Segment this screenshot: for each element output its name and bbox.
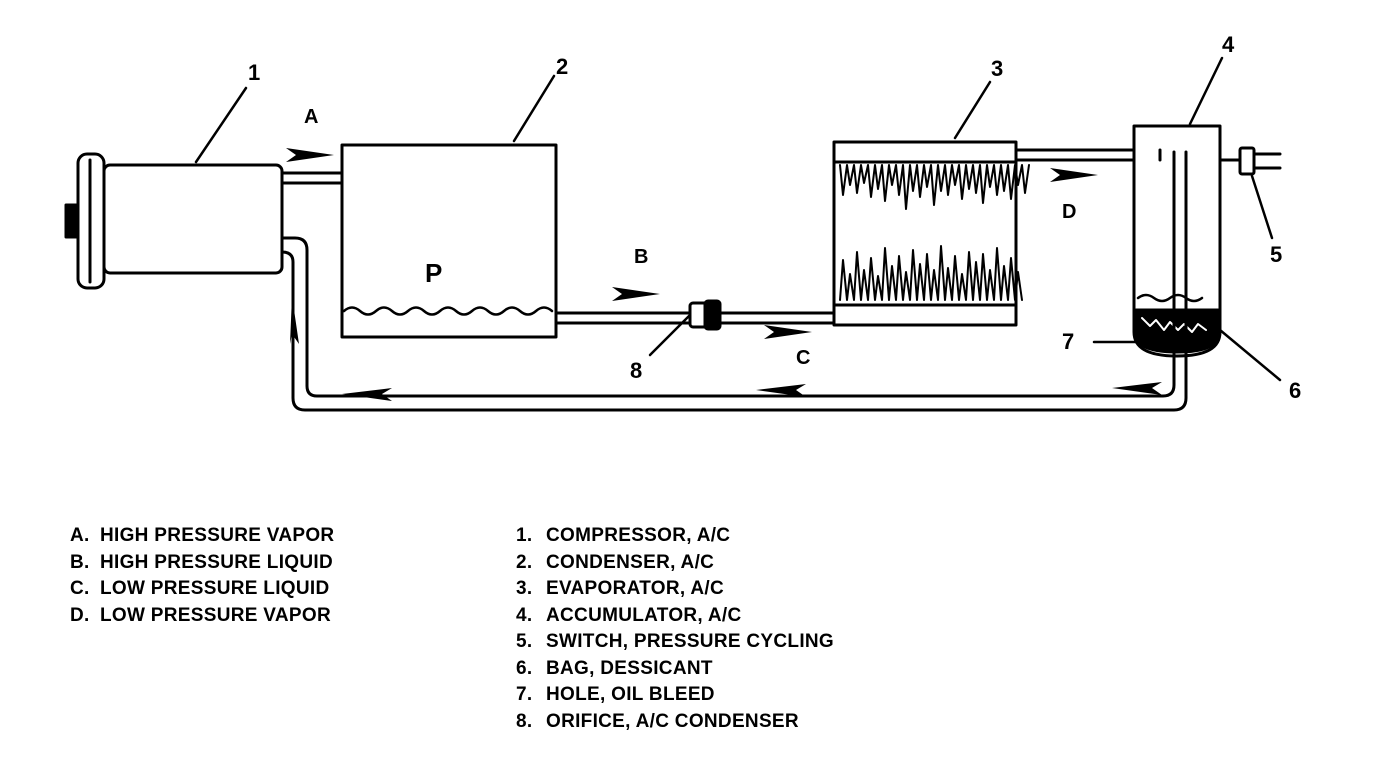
callout-2: 2	[556, 54, 568, 79]
legend-item: 7. HOLE, OIL BLEED	[516, 682, 834, 709]
legend-text: LOW PRESSURE VAPOR	[100, 604, 331, 626]
callout-3: 3	[991, 56, 1003, 81]
legend-refrigerant-states: A. HIGH PRESSURE VAPOR B. HIGH PRESSURE LI…	[70, 523, 334, 629]
callout-5: 5	[1270, 242, 1282, 267]
legend-item: C. LOW PRESSURE LIQUID	[70, 576, 334, 603]
legend-key: A.	[70, 525, 90, 546]
condenser	[340, 143, 558, 339]
arrow-d	[1050, 168, 1098, 182]
callout-1: 1	[248, 60, 260, 85]
legend-text: SWITCH, PRESSURE CYCLING	[546, 631, 834, 652]
legend-text: ACCUMULATOR, A/C	[546, 604, 742, 626]
leader-lines	[194, 56, 1282, 382]
legend-item: B. HIGH PRESSURE LIQUID	[70, 550, 334, 577]
flow-arrows	[286, 148, 1168, 401]
legend-text: LOW PRESSURE LIQUID	[100, 578, 330, 599]
legend-item: D. LOW PRESSURE VAPOR	[70, 603, 334, 630]
arrow-a	[286, 148, 334, 162]
condenser-label: P	[425, 258, 442, 288]
flow-label-c: C	[796, 347, 810, 369]
arrow-return-left	[342, 388, 392, 401]
legend-key: 6.	[516, 657, 533, 679]
legend-text: HIGH PRESSURE LIQUID	[100, 551, 333, 573]
legend-key: 4.	[516, 604, 533, 626]
desiccant-bag	[1134, 308, 1220, 354]
flow-label-b: B	[634, 246, 648, 268]
legend-key: 7.	[516, 684, 533, 705]
line-b-c	[554, 311, 836, 325]
legend-key: D.	[70, 604, 90, 626]
callout-4: 4	[1222, 32, 1235, 57]
arrow-return-up	[290, 296, 299, 344]
evaporator	[832, 140, 1030, 327]
arrow-b	[612, 287, 660, 301]
legend-item: 2. CONDENSER, A/C	[516, 550, 834, 577]
legend-item: 6. BAG, DESSICANT	[516, 656, 834, 683]
arrow-return-middle	[756, 384, 806, 397]
legend-text: CONDENSER, A/C	[546, 551, 715, 573]
flow-label-a: A	[304, 106, 318, 128]
legend-text: EVAPORATOR, A/C	[546, 578, 724, 599]
legend-key: 5.	[516, 631, 533, 652]
callout-6: 6	[1289, 378, 1301, 403]
line-a	[280, 171, 344, 185]
legend-item: 1. COMPRESSOR, A/C	[516, 523, 834, 550]
legend-text: BAG, DESSICANT	[546, 657, 713, 679]
legend-item: A. HIGH PRESSURE VAPOR	[70, 523, 334, 550]
arrow-oil-bleed	[1150, 336, 1168, 349]
legend-text: HOLE, OIL BLEED	[546, 684, 715, 705]
legend-components: 1. COMPRESSOR, A/C 2. CONDENSER, A/C 3. EVA…	[516, 523, 834, 735]
legend-key: 1.	[516, 525, 533, 546]
suction-line	[280, 150, 1188, 412]
legend-item: 5. SWITCH, PRESSURE CYCLING	[516, 629, 834, 656]
legend-text: COMPRESSOR, A/C	[546, 525, 731, 546]
callout-8: 8	[630, 358, 642, 383]
legend-item: 3. EVAPORATOR, A/C	[516, 576, 834, 603]
pressure-switch	[1218, 146, 1282, 176]
ac-system-diagram: 1 2 3 4 5 6 7 8 A B C D P	[64, 32, 1301, 412]
legend-key: 3.	[516, 578, 533, 599]
arrow-c	[764, 325, 812, 339]
legend-key: 8.	[516, 710, 533, 732]
arrow-return-accumulator	[1112, 382, 1162, 395]
orifice	[688, 299, 722, 331]
flow-label-d: D	[1062, 201, 1076, 223]
legend-text: HIGH PRESSURE VAPOR	[100, 525, 335, 546]
legend-item: 8. ORIFICE, A/C CONDENSER	[516, 709, 834, 736]
compressor	[64, 152, 284, 290]
legend-key: B.	[70, 551, 90, 573]
legend-key: 2.	[516, 551, 533, 573]
legend-item: 4. ACCUMULATOR, A/C	[516, 603, 834, 630]
legend-key: C.	[70, 578, 90, 599]
legend-text: ORIFICE, A/C CONDENSER	[546, 710, 799, 732]
callout-7: 7	[1062, 329, 1074, 354]
